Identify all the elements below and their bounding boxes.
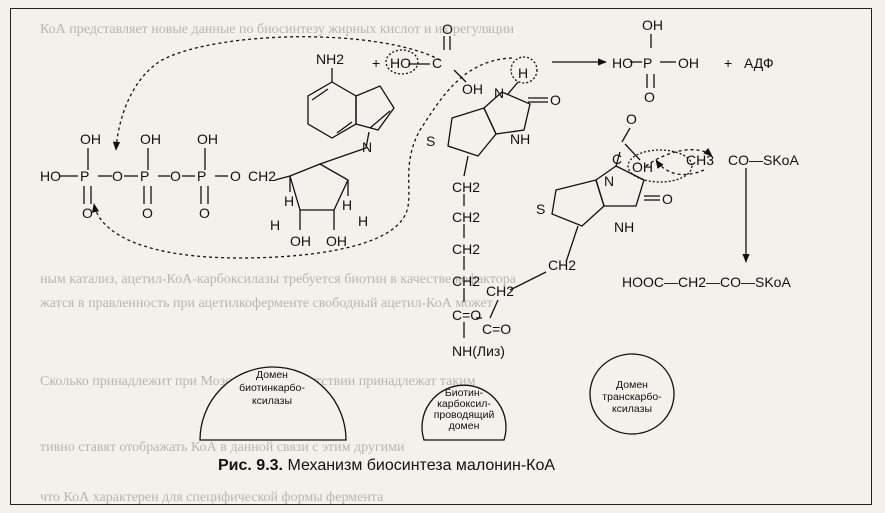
acetyl-ch3-label: CH3: [686, 152, 714, 168]
caption-label: Рис. 9.3.: [218, 457, 283, 474]
plus-sign: +: [724, 55, 732, 71]
atp-ho-label: HO: [40, 168, 61, 184]
ribose-h-label: H: [270, 217, 280, 233]
bccp-domain-shape: [421, 384, 507, 441]
ribose-h-label: H: [342, 197, 352, 213]
domain-label: проводящий: [434, 409, 495, 421]
figure-caption: Рис. 9.3. Механизм биосинтеза малонин-Ко…: [218, 457, 555, 475]
adenine-n9-label: N: [362, 139, 372, 155]
bicarbonate-c-label: C: [432, 55, 442, 71]
biotin-imidazolidone-ring: [483, 91, 531, 135]
phosphate-oh-top-label: OH: [642, 17, 663, 33]
lysine-ch2-label: CH2: [452, 241, 480, 257]
gamma-o-label: O: [82, 205, 93, 221]
acetyl-coa-label: CO—SKoA: [728, 152, 799, 168]
carboxybiotin-ch2-label: CH2: [486, 283, 514, 299]
biotin-h-label: H: [518, 65, 528, 81]
figure-frame: [10, 8, 872, 505]
domain-label: Домен: [616, 379, 648, 391]
biotin-o-label: O: [550, 92, 561, 108]
plus-sign: +: [372, 55, 380, 71]
bicarbonate-ho-label: HO: [390, 55, 411, 71]
bleed-through-text: что КоА характерен для специфической фор…: [40, 490, 384, 505]
ribose-ring: [289, 163, 349, 211]
beta-o-label: O: [142, 205, 153, 221]
domain-label: карбоксил-: [437, 398, 491, 410]
lysine-nh-label: NH(Лиз): [452, 343, 505, 359]
carbonyl-label: C=O: [452, 307, 481, 323]
alpha-o-label: O: [199, 205, 210, 221]
caption-text: Механизм биосинтеза малонин-КоА: [287, 457, 556, 474]
biotin-s-label: S: [426, 133, 435, 149]
carboxybiotin-n-label: N: [604, 173, 614, 189]
phosphate-p-label: P: [643, 55, 652, 71]
carboxybiotin-s-label: S: [536, 201, 545, 217]
phosphate-ho-label: HO: [612, 55, 633, 71]
carboxybiotin-o-label: O: [662, 191, 673, 207]
ribose-oh-label: OH: [290, 233, 311, 249]
adenine-five-ring: [355, 85, 395, 131]
lysine-ch2-label: CH2: [452, 179, 480, 195]
domain-label: транскарбо-: [602, 391, 662, 403]
domain-label: домен: [449, 420, 480, 432]
carboxyl-o-label: O: [626, 111, 637, 127]
biotin-carboxylase-domain: [199, 366, 347, 441]
biotin-nh-label: NH: [510, 131, 530, 147]
ester-o-label: O: [230, 168, 241, 184]
lysine-ch2-label: CH2: [452, 273, 480, 289]
carboxyl-c-label: C: [612, 151, 622, 167]
bleed-through-text: жатся в правленность при ацетилкофермент…: [40, 296, 493, 311]
domain-label: Биотин-: [445, 387, 484, 399]
phosphorus-alpha: P: [197, 168, 206, 184]
ribose-ch2-label: CH2: [248, 168, 276, 184]
carboxybiotin-ch2-label: CH2: [548, 257, 576, 273]
phosphorus-gamma: P: [80, 168, 89, 184]
domain-label: биотинкарбо-: [239, 382, 305, 394]
bleed-through-text: КоА представляет новые данные по биосинт…: [40, 22, 515, 37]
biotin-thiophane-ring: [447, 107, 497, 157]
carbonyl-label: C=O: [482, 321, 511, 337]
transcarboxylase-domain: [589, 353, 675, 435]
amino-group-label: NH2: [316, 51, 344, 67]
phosphorus-beta: P: [140, 168, 149, 184]
bridge-o-label: O: [170, 168, 181, 184]
malonyl-coa-label: HOOC—CH2—CO—SKoA: [622, 274, 791, 290]
domain-label: Домен: [256, 369, 288, 381]
bleed-through-text: тивно ставят отображать КоА в данной свя…: [40, 440, 405, 455]
bridge-o-label: O: [112, 168, 123, 184]
ribose-oh-label: OH: [326, 233, 347, 249]
carboxybiotin-thiophane-ring: [551, 179, 605, 227]
carboxyl-oh-label: OH: [632, 159, 653, 175]
domain-label: ксилазы: [252, 395, 292, 407]
beta-oh-label: OH: [140, 131, 161, 147]
biotin-n-label: N: [494, 85, 504, 101]
bicarbonate-o-label: O: [442, 21, 453, 37]
ribose-h-label: H: [358, 213, 368, 229]
lysine-ch2-label: CH2: [452, 209, 480, 225]
gamma-oh-label: OH: [80, 131, 101, 147]
domain-label: ксилазы: [612, 403, 652, 415]
adenine-six-ring: [307, 81, 357, 139]
carboxybiotin-nh-label: NH: [614, 219, 634, 235]
phosphate-oh-right-label: OH: [678, 55, 699, 71]
alpha-oh-label: OH: [197, 131, 218, 147]
adp-label: АДФ: [744, 55, 774, 71]
bleed-through-text: ным катализ, ацетил-КоА-карбоксилазы тре…: [40, 272, 516, 287]
phosphate-o-label: O: [644, 89, 655, 105]
ribose-h-label: H: [284, 193, 294, 209]
bicarbonate-oh-label: OH: [462, 81, 483, 97]
